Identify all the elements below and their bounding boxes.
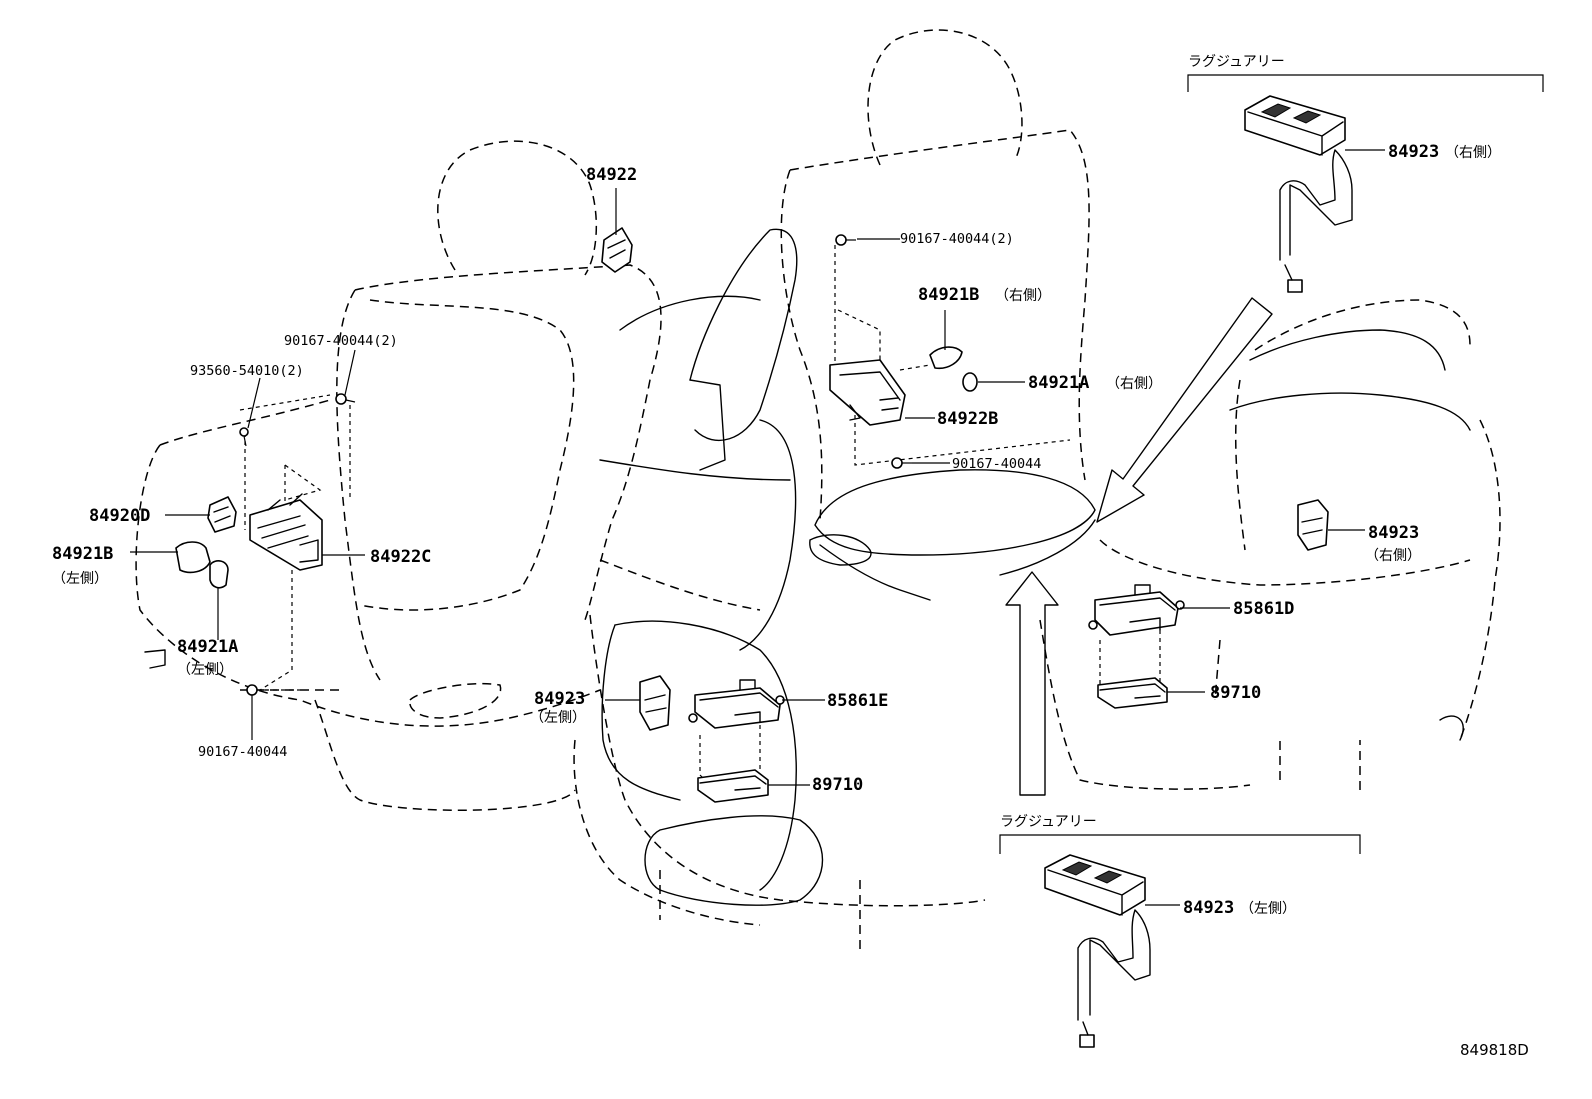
leader-lines (130, 74, 1544, 906)
part-84923-luxury-left-icon (1044, 854, 1151, 1048)
callout-p84923-lux-left: 84923 (1183, 898, 1234, 918)
callout-p84923-lux-right-side: （右側） (1445, 145, 1501, 161)
callout-p84923-lux-right: 84923 (1388, 142, 1439, 162)
callout-p84921A-left-side: （左側） (177, 662, 233, 678)
callout-p84922C: 84922C (370, 547, 431, 567)
part-89710-right-icon (1097, 677, 1168, 709)
callout-p84921A-right: 84921A (1028, 373, 1089, 393)
screw-icon (246, 684, 268, 696)
callout-p84921A-right-side: （右側） (1106, 376, 1162, 392)
callout-p85861D: 85861D (1233, 599, 1294, 619)
part-84921A-right-icon (962, 372, 978, 392)
callout-p84923-right-side: （右側） (1365, 548, 1421, 564)
callout-p84921B-right-side: （右側） (995, 288, 1051, 304)
callout-p93560: 93560-54010(2) (190, 363, 304, 379)
figure-code: 849818D (1460, 1041, 1529, 1059)
callout-p85861E: 85861E (827, 691, 888, 711)
callout-p84921B-left-side: （左側） (52, 571, 108, 587)
part-84922C-icon (249, 499, 323, 571)
callout-p90167-mid: 90167-40044 (952, 456, 1041, 472)
screw-icon (891, 457, 912, 469)
callout-p84923-right: 84923 (1368, 523, 1419, 543)
right-seat-outline (1039, 299, 1501, 790)
left-seat-outline (135, 140, 662, 811)
callout-p84921B-left: 84921B (52, 544, 113, 564)
callout-p89710-right: 89710 (1210, 683, 1261, 703)
callout-p84923-left: 84923 (534, 689, 585, 709)
callout-p90167-2-left: 90167-40044(2) (284, 333, 398, 349)
callout-p84923-lux-left-side: （左側） (1240, 901, 1296, 917)
callout-p84922: 84922 (586, 165, 637, 185)
middle-seat-outline (573, 29, 1096, 950)
screw-icon (239, 427, 249, 447)
callout-p84922B: 84922B (937, 409, 998, 429)
part-84921B-right-icon (929, 346, 963, 370)
part-85861D-icon (1094, 591, 1179, 636)
callout-p84921B-right: 84921B (918, 285, 979, 305)
group-label-luxury-top: ラグジュアリー (1188, 54, 1285, 70)
callout-labels: 84922 90167-40044(2) 93560-54010(2) 8492… (52, 54, 1529, 1059)
assembly-guides (239, 245, 1161, 791)
part-85861E-icon (694, 687, 781, 729)
part-84923-luxury-right-icon (1244, 95, 1353, 293)
part-84920D-icon (207, 496, 237, 533)
parts-drawings (175, 95, 1353, 1048)
callout-p84921A-left: 84921A (177, 637, 238, 657)
part-84921A-left-icon (209, 560, 229, 589)
part-84923-left-icon (639, 675, 671, 731)
part-84921B-left-icon (175, 541, 211, 574)
screw-icon (335, 393, 356, 405)
part-84923-right-icon (1297, 499, 1329, 551)
callout-p84923-left-side: （左側） (530, 710, 586, 726)
direction-arrows (1005, 297, 1273, 796)
callout-p90167-2-mid: 90167-40044(2) (900, 231, 1014, 247)
callout-p89710-mid: 89710 (812, 775, 863, 795)
callout-p84920D: 84920D (89, 506, 150, 526)
part-84922-icon (601, 227, 633, 273)
part-89710-mid-icon (697, 769, 769, 803)
part-84922B-icon (829, 359, 906, 426)
callout-p90167-left: 90167-40044 (198, 744, 287, 760)
screw-icon (835, 234, 856, 246)
group-label-luxury-bottom: ラグジュアリー (1000, 814, 1097, 830)
